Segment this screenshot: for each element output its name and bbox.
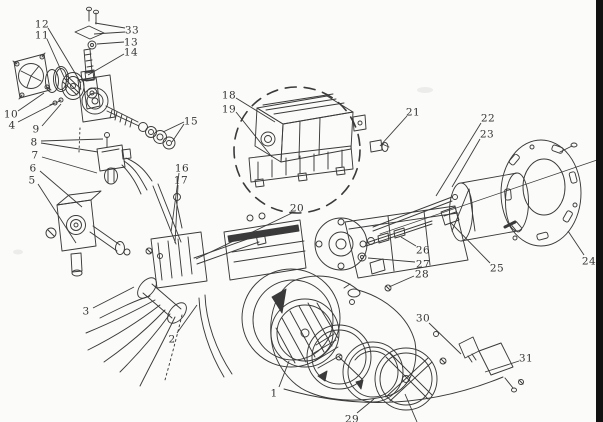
photocell-connector — [369, 139, 390, 153]
callout-25: 25 — [490, 263, 504, 275]
wire-harness — [85, 295, 183, 387]
callout-15: 15 — [184, 116, 198, 128]
callout-3: 3 — [82, 306, 89, 318]
leader-line-31 — [484, 360, 520, 373]
callout-22: 22 — [481, 113, 495, 125]
control-box — [248, 93, 367, 188]
callout-5: 5 — [28, 175, 35, 187]
motor-top-left — [77, 70, 116, 153]
callout-1: 1 — [270, 388, 277, 400]
leader-line-19 — [235, 111, 273, 158]
leader-line-29 — [356, 398, 375, 414]
callout-24: 24 — [582, 256, 596, 268]
mounting-flange-ring — [500, 139, 582, 247]
inset-dashed-circle — [233, 86, 361, 214]
callout-33: 33 — [125, 25, 139, 37]
callout-2: 2 — [168, 334, 175, 346]
ignition-cable — [198, 294, 233, 378]
leader-line-17 — [174, 184, 179, 244]
leader-line-9 — [41, 103, 62, 127]
leader-line-8 — [40, 142, 99, 153]
leader-line-5 — [37, 183, 77, 244]
mounting-rod-bracket — [145, 183, 183, 259]
leader-line-18 — [235, 97, 276, 123]
leader-line-10 — [17, 92, 45, 112]
fuel-pump — [45, 190, 131, 277]
electrode-rods — [365, 194, 458, 247]
air-inlet-louver-disc — [306, 324, 372, 390]
leader-line-cropped — [404, 393, 418, 422]
leader-line-30 — [428, 322, 462, 355]
leader-line-6 — [39, 170, 83, 208]
callout-26: 26 — [416, 245, 430, 257]
ignition-transformer — [223, 212, 307, 281]
callout-9: 9 — [32, 124, 39, 136]
leader-line-33 — [94, 22, 126, 29]
callout-13: 13 — [124, 37, 138, 49]
callout-8: 8 — [30, 137, 37, 149]
leader-line-27 — [367, 257, 416, 263]
pump-flange-disc — [314, 217, 368, 271]
leader-line-15 — [171, 123, 185, 143]
leader-line-25 — [449, 221, 491, 264]
callout-21: 21 — [406, 107, 420, 119]
leader-line-13 — [96, 41, 125, 45]
callout-10: 10 — [4, 109, 18, 121]
slide-bar-and-screws — [74, 6, 105, 82]
leader-line-12 — [47, 27, 82, 84]
leader-line-1 — [278, 360, 290, 388]
leader-line-15 — [162, 121, 185, 133]
callout-7: 7 — [31, 150, 38, 162]
scan-smudge — [417, 87, 433, 93]
callout-23: 23 — [480, 129, 494, 141]
leader-line-23 — [451, 138, 481, 188]
leader-line-33 — [93, 31, 126, 35]
leader-line-8 — [40, 138, 104, 142]
fan-guard — [12, 52, 52, 100]
leader-line-14 — [87, 53, 125, 76]
leader-line-11 — [46, 38, 65, 78]
shaft-coupling — [105, 105, 176, 150]
callout-18: 18 — [222, 90, 236, 102]
fan-impeller — [61, 72, 85, 100]
air-damper-disc — [342, 341, 404, 403]
leader-line-2 — [176, 304, 198, 334]
solenoid-valve — [96, 132, 153, 195]
leader-line-28 — [388, 275, 415, 288]
leader-line-20 — [195, 212, 293, 260]
callout-19: 19 — [222, 104, 236, 116]
callout-6: 6 — [29, 163, 36, 175]
callout-12: 12 — [35, 19, 49, 31]
callout-29: 29 — [345, 414, 359, 422]
callout-28: 28 — [415, 269, 429, 281]
callout-16: 16 — [175, 163, 189, 175]
callout-14: 14 — [124, 47, 138, 59]
hinge-bracket — [433, 331, 524, 393]
leader-line-24 — [567, 230, 585, 256]
axis-centerline — [379, 158, 601, 235]
scan-edge-bar — [596, 0, 603, 422]
burner-motor — [137, 231, 208, 324]
scan-smudge — [13, 249, 23, 255]
callout-27: 27 — [416, 259, 430, 271]
leader-line-16 — [170, 172, 180, 233]
callout-11: 11 — [35, 30, 49, 42]
leader-line-7 — [41, 156, 98, 174]
leader-line-22 — [435, 122, 482, 197]
callout-20: 20 — [290, 203, 304, 215]
callout-30: 30 — [416, 313, 430, 325]
callout-4: 4 — [8, 120, 15, 132]
callout-31: 31 — [519, 353, 533, 365]
damper-disc-cross — [374, 347, 438, 411]
leader-line-3 — [92, 286, 135, 309]
callout-17: 17 — [174, 175, 188, 187]
leader-line-21 — [379, 115, 408, 147]
blower-fan-wheel — [270, 298, 340, 368]
leader-line-26 — [400, 236, 417, 247]
nozzle-holder — [357, 206, 460, 292]
leader-line-4 — [17, 103, 54, 123]
